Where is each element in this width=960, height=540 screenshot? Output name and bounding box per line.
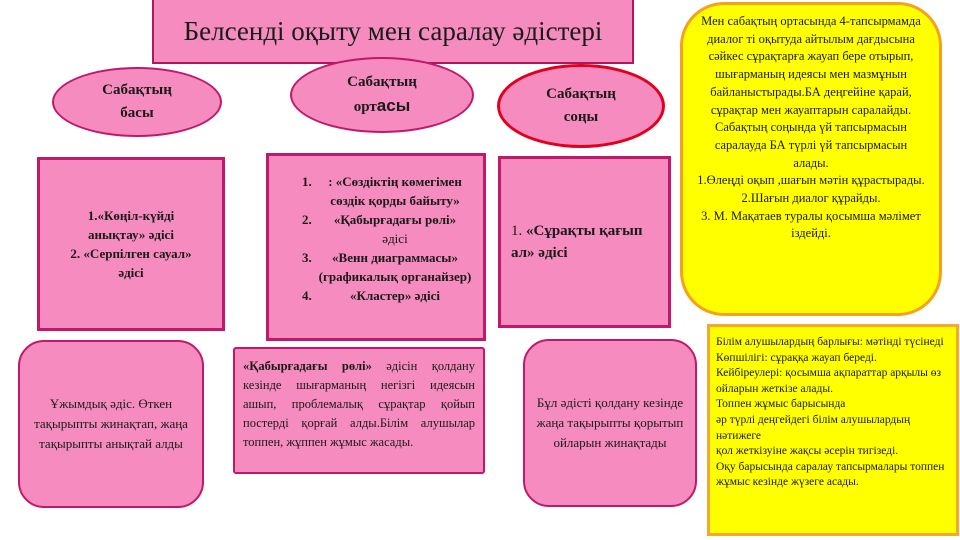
bottom-middle-box: «Қабырғадағы рөлі» әдісін қолдану кезінд… bbox=[233, 347, 485, 474]
bottom-middle-lead: «Қабырғадағы рөлі» bbox=[243, 359, 372, 373]
middle-method-4-text: «Кластер» әдісі bbox=[350, 288, 440, 303]
start-method-line1: 1.«Көңіл-күйді bbox=[87, 208, 175, 223]
oval-lesson-start: Сабақтың басы bbox=[52, 67, 222, 137]
middle-method-2-sub: әдісі bbox=[382, 231, 408, 246]
oval-middle-line2a: орт bbox=[353, 99, 377, 115]
middle-methods-list: : «Сөздіктің көмегімен сөздік қорды байы… bbox=[277, 172, 475, 305]
right-summary-box: Білім алушылардың барлығы: мәтінді түсін… bbox=[707, 324, 959, 536]
right-summary-line: Көпшілігі: сұраққа жауап береді. bbox=[716, 351, 877, 364]
bottom-right-text: Бұл әдісті қолдану кезінде жаңа тақырыпт… bbox=[536, 395, 684, 450]
start-methods-box: 1.«Көңіл-күйді анықтау» әдісі 2. «Серпіл… bbox=[37, 157, 225, 331]
start-method-line3: 2. «Серпілген сауал» bbox=[70, 246, 192, 261]
right-summary-line: қол жеткізуіне жақсы әсерін тигізеді. bbox=[716, 445, 899, 458]
right-info-line: Мен сабақтың ортасында 4-тапсырмамда диа… bbox=[701, 14, 921, 117]
oval-middle-line1: Сабақтың bbox=[347, 74, 417, 90]
right-summary-line: Білім алушылардың барлығы: мәтінді түсін… bbox=[716, 336, 944, 348]
oval-middle-line2b: асы bbox=[376, 96, 411, 115]
middle-method-1-text: : «Сөздіктің көмегімен сөздік қорды байы… bbox=[328, 174, 462, 208]
right-summary-line: Кейбіреулері: қосымша ақпараттар арқылы … bbox=[716, 367, 942, 395]
middle-methods-box: : «Сөздіктің көмегімен сөздік қорды байы… bbox=[266, 153, 486, 341]
end-method-text: «Сұрақты қағып ал» әдісі bbox=[511, 223, 643, 261]
slide-title: Белсенді оқыту мен саралау әдістері bbox=[152, 0, 634, 64]
middle-method-3-text: «Венн диаграммасы» (графикалық органайзе… bbox=[318, 250, 472, 284]
right-info-line: 2.Шағын диалог құрайды. bbox=[741, 191, 881, 206]
bottom-left-text: Ұжымдық әдіс. Өткен тақырыпты жинақтап, … bbox=[34, 396, 188, 451]
middle-method-item: «Кластер» әдісі bbox=[315, 286, 475, 305]
oval-start-line2: басы bbox=[120, 105, 154, 121]
right-summary-line: әр түрлі деңгейдегі білім алушылардың нә… bbox=[716, 413, 911, 442]
oval-lesson-end: Сабақтың соңы bbox=[497, 64, 665, 148]
right-info-line: 1.Өлеңді оқып ,шағын мәтін құрастырады. bbox=[697, 173, 925, 188]
bottom-middle-text: әдісін қолдану кезінде шығарманың негізг… bbox=[243, 359, 475, 449]
slide-title-text: Белсенді оқыту мен саралау әдістері bbox=[183, 15, 603, 46]
oval-lesson-middle: Сабақтың ортасы bbox=[290, 57, 474, 133]
middle-method-2-text: «Қабырғадағы рөлі» bbox=[333, 212, 457, 227]
start-method-line2: анықтау» әдісі bbox=[88, 227, 174, 242]
bottom-left-box: Ұжымдық әдіс. Өткен тақырыпты жинақтап, … bbox=[18, 340, 204, 508]
right-info-box: Мен сабақтың ортасында 4-тапсырмамда диа… bbox=[680, 2, 942, 316]
middle-method-item: «Венн диаграммасы» (графикалық органайзе… bbox=[315, 248, 475, 286]
bottom-right-box: Бұл әдісті қолдану кезінде жаңа тақырыпт… bbox=[523, 339, 697, 507]
end-methods-box: 1. «Сұрақты қағып ал» әдісі bbox=[498, 156, 671, 328]
oval-end-line1: Сабақтың bbox=[546, 86, 616, 102]
end-method-number: 1. bbox=[511, 223, 523, 239]
oval-start-line1: Сабақтың bbox=[102, 82, 172, 98]
start-method-line4: әдісі bbox=[118, 265, 144, 280]
oval-end-line2: соңы bbox=[563, 109, 599, 125]
right-summary-line: Оқу барысында саралау тапсырмалары топпе… bbox=[716, 460, 945, 489]
middle-method-item: : «Сөздіктің көмегімен сөздік қорды байы… bbox=[315, 172, 475, 210]
right-summary-line: Топпен жұмыс барысында bbox=[716, 398, 846, 411]
right-info-line: Сабақтың соңында үй тапсырмасын саралауд… bbox=[714, 120, 908, 170]
right-info-line: 3. М. Мақатаев туралы қосымша мәлімет із… bbox=[701, 208, 921, 241]
middle-method-item: «Қабырғадағы рөлі» әдісі bbox=[315, 210, 475, 248]
